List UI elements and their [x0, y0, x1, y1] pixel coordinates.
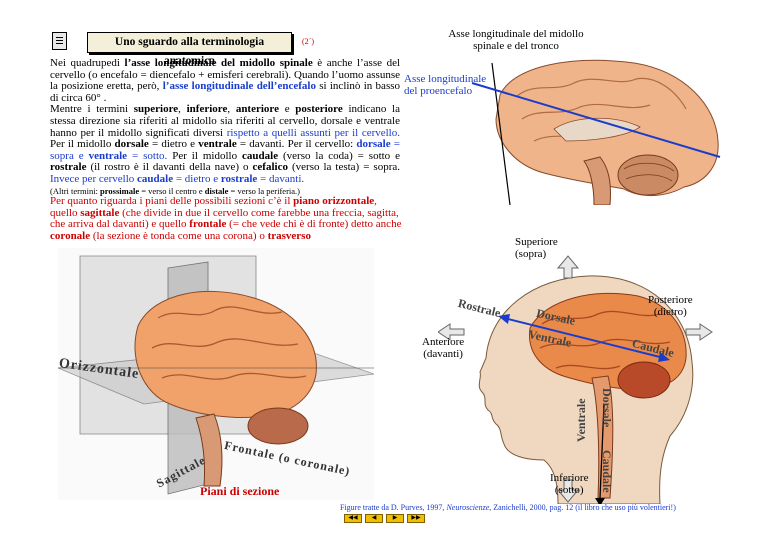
navigation-bar: ◀◀◀▶▶▶: [344, 514, 428, 523]
label-inferiore: Inferiore (sotto): [550, 472, 589, 496]
label-piani-di-sezione: Piani di sezione: [200, 484, 280, 498]
nav-next-button[interactable]: ▶: [386, 514, 404, 523]
section-planes-paragraph: Per quanto riguarda i piani delle possib…: [50, 195, 402, 242]
label-anteriore: Anteriore (davanti): [422, 336, 465, 360]
label-caudale-vertical: Caudale: [600, 450, 614, 493]
figure-caption: Figure tratte da D. Purves, 1997, Neuros…: [340, 503, 676, 512]
nav-last-button[interactable]: ▶▶: [407, 514, 425, 523]
label-axis-brain: Asse longitudinale del proencefalo: [404, 73, 487, 97]
section-planes-illustration: [58, 248, 374, 500]
slide-title: Uno sguardo alla terminologia anatomica: [87, 32, 292, 67]
sagittal-brain-illustration: [471, 59, 721, 205]
terminology-paragraph: Nei quadrupedi l’asse longitudinale del …: [50, 57, 401, 196]
label-axis-spinal: Asse longitudinale del midollo spinale e…: [448, 28, 584, 52]
label-posteriore: Posteriore (dietro): [648, 294, 693, 318]
label-ventrale-vertical: Ventrale: [574, 398, 588, 442]
head-profile-illustration: [438, 255, 713, 504]
nav-first-button[interactable]: ◀◀: [344, 514, 362, 523]
label-superiore: Superiore (sopra): [515, 236, 558, 260]
label-dorsale-vertical: Dorsale: [600, 388, 614, 428]
page-number: (2´): [302, 37, 314, 46]
nav-prev-button[interactable]: ◀: [365, 514, 383, 523]
document-icon[interactable]: [52, 32, 67, 50]
